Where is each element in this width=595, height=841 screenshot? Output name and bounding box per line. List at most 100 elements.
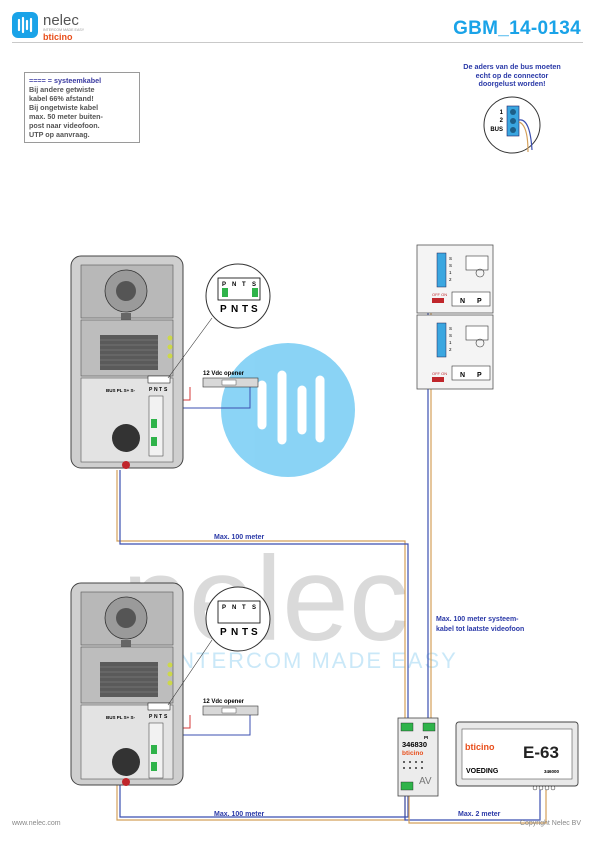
monitor-terminal-label: 1: [449, 340, 452, 345]
monitor-switch-label: OFF ON: [432, 292, 447, 297]
status-led-icon: [122, 461, 130, 469]
call-button: [112, 748, 140, 776]
watermark-circle: [221, 343, 355, 477]
monitor-config-label: P: [477, 372, 482, 379]
zoom-label: S: [251, 627, 258, 638]
note-line: kabel 66% afstand!: [29, 94, 94, 103]
bus-note-line: De aders van de bus moeten: [463, 62, 561, 71]
monitor-terminal-label: S: [449, 333, 452, 338]
dip-label: P: [149, 714, 153, 720]
monitor-screen-icon: [465, 325, 489, 341]
zoom-switch-label: P: [222, 605, 226, 611]
note-line: post naar videofoon.: [29, 121, 100, 130]
bus-wiring-note: De aders van de bus moeten echt op de co…: [452, 62, 572, 89]
document-id: GBM_14-0134: [453, 18, 581, 39]
terminal-label: BUS: [490, 127, 503, 133]
dip-label: T: [159, 714, 162, 720]
partner-brand: bticino: [43, 32, 73, 42]
zoom-switch-label: S: [252, 605, 256, 611]
monitor-screen-icon: [465, 255, 489, 271]
terminal-label: 1: [500, 110, 504, 116]
brand-tagline: INTERCOM MADE EASY: [43, 28, 85, 32]
cable-label-system-1: Max. 100 meter systeem-: [436, 616, 519, 623]
bus-note-line: doorgelust worden!: [478, 79, 546, 88]
monitor-adjust-icon: [475, 268, 485, 278]
zoom-switch-label: S: [252, 282, 256, 288]
monitor-switch-icon: [432, 298, 444, 303]
note-legend: ==== = systeemkabel: [29, 76, 102, 85]
dip-switch-icon: [147, 702, 171, 711]
zoom-switch-label: N: [232, 605, 236, 611]
psu-label: VOEDING: [466, 768, 499, 775]
zoom-switch-label: P: [222, 282, 226, 288]
terminal-label: 2: [500, 118, 504, 124]
av-distributor-module: PI 346830 bticino AV: [397, 717, 439, 797]
call-button: [112, 424, 140, 452]
monitor-adjust-icon: [475, 338, 485, 348]
opener-label: 12 Vdc opener: [203, 371, 245, 377]
status-led-icon: [122, 778, 130, 786]
monitor-config-label: N: [460, 298, 465, 305]
zoom-label: T: [242, 304, 248, 315]
zoom-switch-label: T: [242, 282, 246, 288]
note-line: max. 50 meter buiten-: [29, 112, 103, 121]
door-panel-bottom: BUS PL S+ S- P N T S P N T S P N T S 12 …: [70, 582, 271, 786]
nelec-logo: nelec INTERCOM MADE EASY bticino: [12, 12, 85, 42]
panel-terminal-labels: BUS PL S+ S-: [106, 715, 136, 720]
monitor-switch-icon: [432, 377, 444, 382]
note-line: UTP op aanvraag.: [29, 130, 90, 139]
cable-label-psu: Max. 2 meter: [458, 811, 501, 818]
monitor-terminal-label: S: [449, 256, 452, 261]
bus-connector-detail: 1 2 BUS: [483, 96, 541, 154]
av-input-terminal: [400, 722, 414, 732]
bus-note-line: echt op de connector: [475, 70, 549, 80]
av-label: AV: [419, 776, 432, 787]
monitor-terminal-label: 2: [449, 347, 452, 352]
av-pi-label: PI: [424, 735, 428, 740]
monitor-terminal-label: 2: [449, 277, 452, 282]
monitor-switch-label: OFF ON: [432, 371, 447, 376]
system-cable-note: ==== = systeemkabel Bij andere getwiste …: [24, 72, 140, 143]
zoom-switch-label: T: [242, 605, 246, 611]
dip-label: N: [154, 714, 158, 720]
cable-label-system-2: kabel tot laatste videofoon: [436, 626, 524, 633]
zoom-label: N: [231, 304, 238, 315]
dip-labels: P: [149, 387, 153, 393]
note-line: Bij andere getwiste: [29, 85, 95, 94]
dip-label: N: [154, 387, 158, 393]
dip-label: S: [164, 387, 168, 393]
header-divider: [12, 42, 583, 43]
zoom-label: S: [251, 304, 258, 315]
door-panel-top: BUS PL S+ S- P N T S P N T S P N T S 12 …: [70, 255, 271, 469]
brand-name: nelec: [43, 12, 79, 29]
zoom-label: T: [242, 627, 248, 638]
psu-code: 346000: [544, 769, 560, 774]
video-monitor-2: S S 1 2 OFF ON N P: [416, 314, 494, 390]
psu-brand: bticino: [465, 742, 495, 752]
av-power-terminal: [400, 781, 414, 791]
opener-label: 12 Vdc opener: [203, 699, 245, 705]
monitor-config-label: N: [460, 372, 465, 379]
dip-switch-icon: [147, 375, 171, 384]
footer-url: www.nelec.com: [12, 820, 61, 827]
dip-label: T: [159, 387, 162, 393]
dip-label: S: [164, 714, 168, 720]
zoom-label: P: [220, 627, 227, 638]
monitor-terminal-label: S: [449, 326, 452, 331]
monitor-terminal-label: 1: [449, 270, 452, 275]
speaker-grille-icon: [100, 662, 158, 697]
footer-copyright: Copyright Nelec BV: [519, 820, 581, 827]
speaker-grille-icon: [100, 335, 158, 370]
av-module-brand: bticino: [402, 750, 423, 757]
video-monitor-1: S S 1 2 OFF ON N P: [416, 244, 494, 314]
monitor-terminal-label: S: [449, 263, 452, 268]
av-output-terminal: [422, 722, 436, 732]
monitor-terminal-block: [436, 322, 447, 358]
monitor-terminal-block: [436, 252, 447, 288]
zoom-switch-label: N: [232, 282, 236, 288]
watermark-tagline: INTERCOM MADE EASY: [170, 648, 458, 673]
panel-terminal-labels: BUS PL S+ S-: [106, 388, 136, 393]
monitor-config-label: P: [477, 298, 482, 305]
psu-model: E-63: [523, 743, 559, 762]
